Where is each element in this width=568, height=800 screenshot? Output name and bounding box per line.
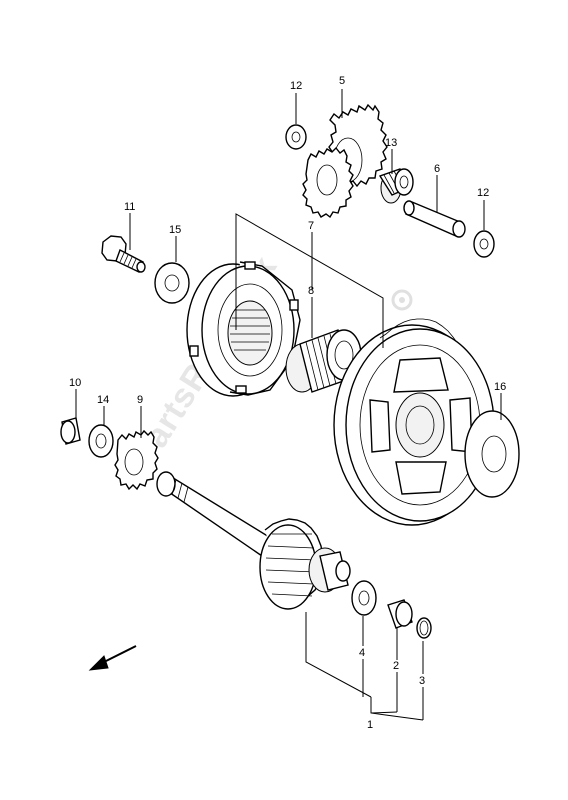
callout-3: 3	[419, 675, 425, 687]
bushing-10	[60, 417, 81, 445]
watermark-gear-icon	[391, 289, 413, 311]
shaft-6	[403, 200, 466, 238]
washer-14	[88, 424, 114, 458]
callout-16: 16	[494, 381, 506, 393]
washer-12-top	[285, 124, 307, 150]
needle-bearing-13	[378, 168, 414, 204]
gear-9	[114, 429, 159, 491]
callout-6: 6	[434, 163, 440, 175]
callout-4: 4	[359, 647, 365, 659]
clutch-housing-7	[186, 261, 301, 397]
callout-10: 10	[69, 377, 81, 389]
washer-4	[351, 580, 377, 616]
arrow-down-left-icon	[88, 645, 137, 671]
bushing-2	[387, 599, 413, 629]
snap-ring-3	[416, 617, 432, 639]
starter-driven-gear	[333, 318, 495, 526]
callout-11: 11	[124, 201, 135, 213]
callout-7: 7	[308, 220, 314, 232]
washer-12-right	[473, 230, 495, 258]
callout-14: 14	[97, 394, 109, 406]
callout-5: 5	[339, 75, 345, 87]
callout-labels: 12 5 13 6 12 11 15 7 8 10 14 9 16 4 2 3 …	[69, 75, 506, 731]
washer-16	[464, 410, 520, 498]
callout-12-right: 12	[477, 187, 489, 199]
leader-lines	[75, 89, 502, 721]
callout-15: 15	[169, 224, 181, 236]
gear-5-double	[302, 103, 388, 219]
callout-2: 2	[393, 660, 399, 672]
callout-13: 13	[385, 137, 397, 149]
callout-8: 8	[308, 285, 314, 297]
callout-12-top: 12	[290, 80, 302, 92]
starter-clutch-assembly-1	[156, 471, 351, 610]
washer-15	[154, 262, 190, 304]
bolt-11	[101, 235, 146, 273]
callout-9: 9	[137, 394, 143, 406]
callout-1: 1	[367, 719, 373, 731]
